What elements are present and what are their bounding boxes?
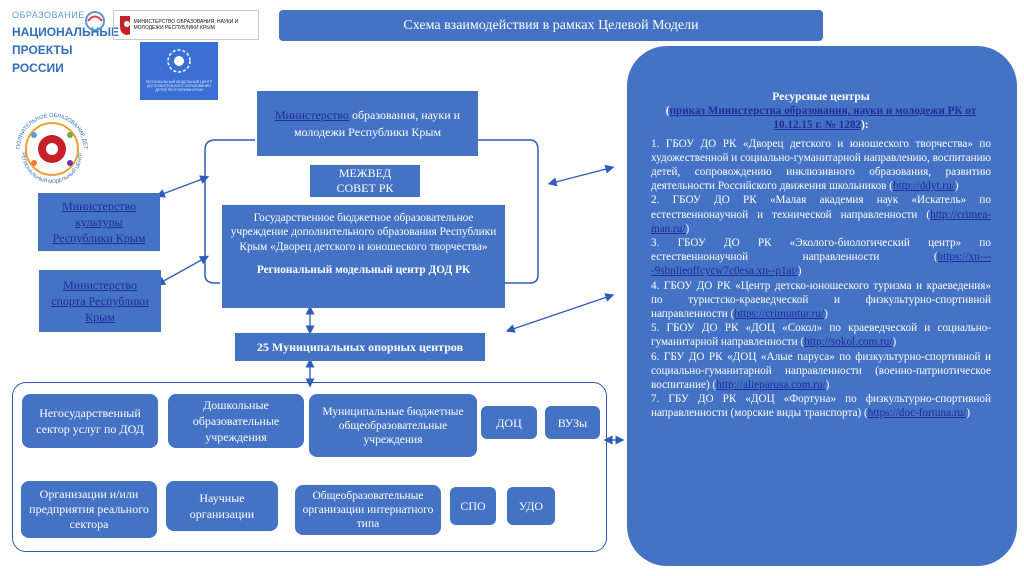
- regional-center-logo-caption: РЕГИОНАЛЬНЫЙ МОДЕЛЬНЫЙ ЦЕНТР ДОПОЛНИТЕЛЬ…: [145, 80, 213, 92]
- resource-item: 4. ГБОУ ДО РК «Центр детско-юношеского т…: [651, 279, 991, 321]
- dvorets-text: Государственное бюджетное образовательно…: [230, 212, 497, 253]
- partner-universities: ВУЗы: [545, 406, 600, 439]
- resource-item: 7. ГБУ ДО РК «ДОЦ «Фортуна» по физкульту…: [651, 393, 991, 420]
- partner-spo: СПО: [450, 487, 496, 525]
- partner-real-sector: Организации и/или предприятия реального …: [21, 481, 157, 538]
- resource-link[interactable]: http://crimea-man.ru/: [651, 208, 992, 235]
- partner-boarding-schools: Общеобразовательные организации интернат…: [295, 485, 441, 535]
- resource-link[interactable]: http://sokol.com.ru/: [804, 336, 893, 349]
- logo-line-russia: РОССИИ: [12, 61, 64, 75]
- resource-item: 6. ГБУ ДО РК «ДОЦ «Алые паруса» по физку…: [651, 350, 991, 392]
- ministry-education-link[interactable]: Министерство: [274, 107, 349, 122]
- circle-emblem-logo: ДОПОЛНИТЕЛЬНОЕ ОБРАЗОВАНИЕ ДЕТЕЙ РЕГИОНА…: [8, 101, 94, 191]
- resource-centers-title: Ресурсные центры: [772, 91, 870, 103]
- resource-item: 1. ГБОУ ДО РК «Дворец детского и юношеск…: [651, 137, 991, 193]
- ministry-education-text: Министерство образования, науки и молоде…: [274, 107, 461, 139]
- regional-center-logo: РЕГИОНАЛЬНЫЙ МОДЕЛЬНЫЙ ЦЕНТР ДОПОЛНИТЕЛЬ…: [140, 42, 218, 100]
- resource-link[interactable]: http://ddyt.ru/: [892, 180, 955, 193]
- regional-center-label: Региональный модельный центр ДОД РК: [256, 264, 471, 277]
- partner-udo: УДО: [507, 487, 555, 525]
- logo-line-education: ОБРАЗОВАНИЕ: [12, 10, 85, 20]
- resource-link[interactable]: https://crimuntur.ru/: [734, 308, 825, 321]
- outer-loop-line: [204, 139, 255, 284]
- resource-item: 3. ГБОУ ДО РК «Эколого-биологический цен…: [651, 237, 991, 278]
- resource-link[interactable]: http://alieparusa.com.ru/: [716, 379, 826, 392]
- partner-doc: ДОЦ: [481, 406, 537, 439]
- dod-emblem-icon: ДОПОЛНИТЕЛЬНОЕ ОБРАЗОВАНИЕ ДЕТЕЙ РЕГИОНА…: [8, 101, 88, 185]
- ministry-sport-node[interactable]: Министерство спорта Республики Крым: [39, 270, 161, 332]
- municipal-centers-node: 25 Муниципальных опорных центров: [235, 333, 485, 361]
- resource-link[interactable]: https://doc-fortuna.ru/: [867, 407, 967, 420]
- ministry-logo: МИНИСТЕРСТВО ОБРАЗОВАНИЯ, НАУКИ И МОЛОДЕ…: [113, 10, 259, 40]
- national-projects-logo: ОБРАЗОВАНИЕ НАЦИОНАЛЬНЫЕ ПРОЕКТЫ РОССИИ: [12, 10, 119, 80]
- crimea-coat-of-arms-icon: [120, 16, 130, 35]
- national-projects-emblem-icon: [85, 11, 105, 31]
- ministry-education-node: Министерство образования, науки и молоде…: [257, 91, 478, 156]
- partner-municipal-schools: Муниципальные бюджетные общеобразователь…: [309, 394, 477, 457]
- resource-item: 2. ГБОУ ДО РК «Малая академия наук «Иска…: [651, 194, 992, 235]
- arrow-culture: [155, 175, 210, 198]
- resource-list: 1. ГБОУ ДО РК «Дворец детского и юношеск…: [651, 137, 991, 421]
- logo-line-projects: ПРОЕКТЫ: [12, 43, 73, 57]
- partner-preschool: Дошкольные образовательные учреждения: [168, 394, 304, 448]
- resource-centers-panel: Ресурсные центры (приказ Министерства об…: [627, 46, 1017, 566]
- partner-scientific-orgs: Научные организации: [166, 481, 278, 531]
- regional-center-emblem-icon: [167, 49, 191, 73]
- partners-bracket: [12, 382, 607, 552]
- arrow-resource-1: [547, 164, 615, 187]
- order-link[interactable]: приказ Министерства образования, науки и…: [669, 105, 977, 132]
- resource-link[interactable]: https://xn----9sbnlieoffcycw7c0esa.xn--p…: [651, 251, 991, 278]
- ministry-culture-node[interactable]: Министерство культуры Республики Крым: [38, 193, 160, 251]
- ministry-logo-text: МИНИСТЕРСТВО ОБРАЗОВАНИЯ, НАУКИ И МОЛОДЕ…: [133, 19, 239, 31]
- resource-item: 5. ГБОУ ДО РК «ДОЦ «Сокол» по краеведчес…: [651, 322, 991, 349]
- arrow-sport: [156, 255, 209, 286]
- dvorets-node: Государственное бюджетное образовательно…: [222, 205, 505, 308]
- arrow-resource-2: [505, 293, 615, 333]
- mezhved-council-node: МЕЖВЕД СОВЕТ РК: [310, 165, 420, 197]
- outer-loop-line-right: [478, 139, 539, 284]
- partner-nongov-sector: Негосударственный сектор услуг по ДОД: [22, 394, 158, 448]
- page-title: Схема взаимодействия в рамках Целевой Мо…: [279, 10, 823, 41]
- resource-order: (приказ Министерства образования, науки …: [665, 105, 977, 132]
